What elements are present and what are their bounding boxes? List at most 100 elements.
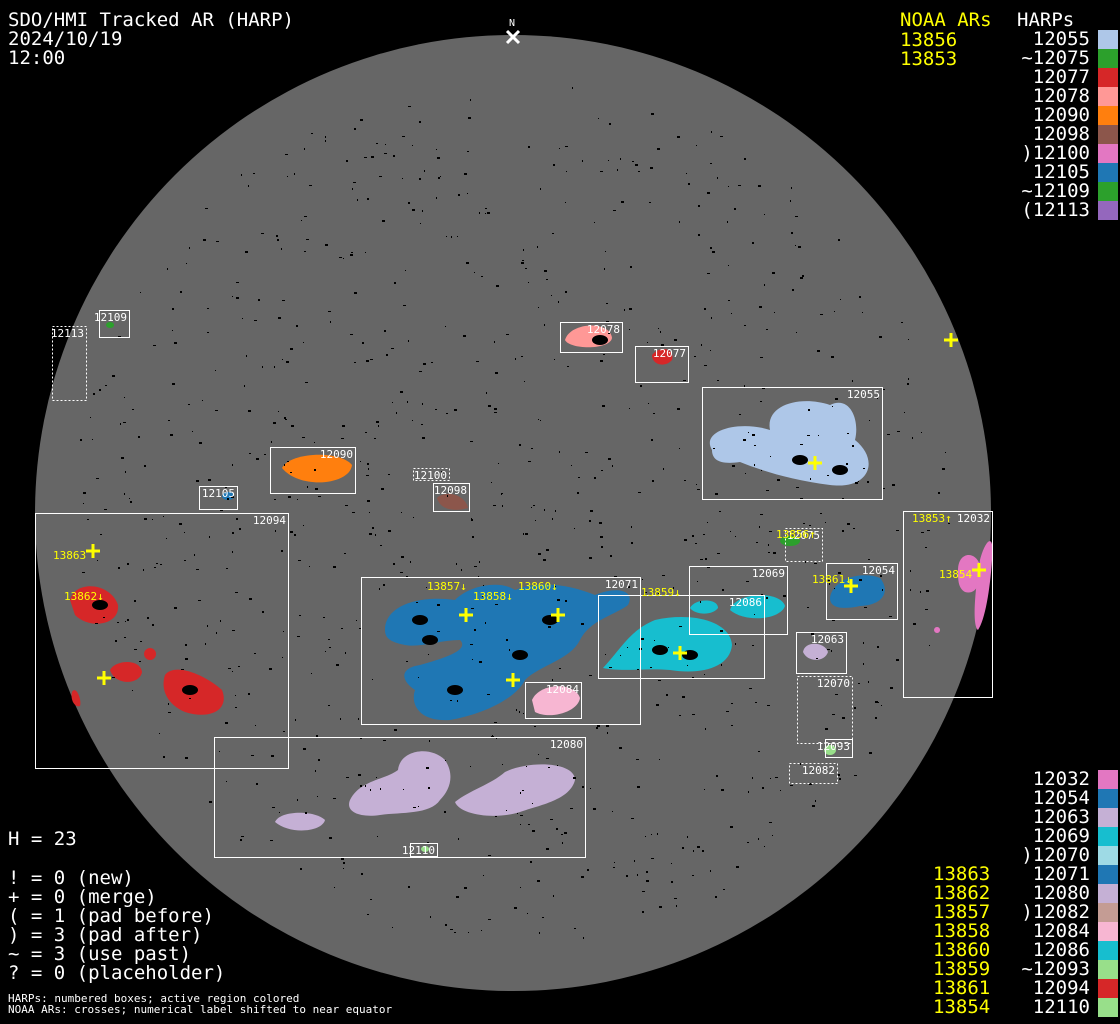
magnetic-feature (240, 839, 242, 841)
magnetic-feature (132, 409, 134, 410)
magnetic-feature (87, 519, 89, 520)
magnetic-feature (418, 806, 419, 807)
harp-box-12071[interactable]: 12071 (361, 577, 641, 725)
magnetic-feature (422, 210, 423, 212)
harp-box-12100[interactable]: 12100 (413, 468, 450, 483)
magnetic-feature (859, 579, 862, 581)
harp-box-12113[interactable]: 12113 (51, 326, 87, 401)
harp-box-12093[interactable]: 12093 (817, 739, 853, 758)
harp-box-12063[interactable]: 12063 (796, 632, 847, 674)
magnetic-feature (445, 924, 447, 926)
harp-box-12032[interactable]: 12032 (903, 511, 993, 698)
magnetic-feature (290, 472, 292, 473)
harp-box-12086[interactable]: 12086 (598, 595, 765, 679)
magnetic-feature (124, 637, 126, 638)
magnetic-feature (629, 408, 630, 409)
magnetic-feature (368, 468, 369, 470)
magnetic-feature (800, 277, 803, 279)
noaa-ar-label: 13853↑ (912, 512, 952, 525)
magnetic-feature (657, 833, 658, 835)
magnetic-feature (577, 492, 579, 494)
magnetic-feature (467, 193, 468, 194)
harp-box-12105[interactable]: 12105 (199, 486, 238, 510)
harp-box-12082[interactable]: 12082 (789, 763, 838, 784)
magnetic-feature (728, 300, 730, 301)
magnetic-feature (134, 649, 137, 650)
harp-color-swatch (1098, 922, 1118, 941)
magnetic-feature (846, 463, 848, 465)
harp-box-12098[interactable]: 12098 (433, 483, 470, 512)
magnetic-feature (807, 435, 810, 436)
magnetic-feature (775, 777, 778, 778)
active-region (709, 401, 869, 486)
magnetic-feature (717, 553, 720, 554)
magnetic-feature (121, 457, 124, 459)
magnetic-feature (502, 764, 503, 765)
magnetic-feature (754, 614, 755, 615)
magnetic-feature (825, 522, 826, 523)
magnetic-feature (538, 553, 541, 555)
magnetic-feature (565, 291, 567, 293)
harp-box-12110[interactable]: 12110 (402, 843, 438, 858)
magnetic-feature (694, 356, 696, 357)
harp-box-12084[interactable]: 12084 (525, 682, 582, 719)
harp-box-12055[interactable]: 12055 (702, 387, 883, 500)
stat-placeholder: ? = 0 (placeholder) (8, 962, 226, 984)
harp-box-12078[interactable]: 12078 (560, 322, 623, 353)
magnetic-feature (470, 644, 473, 645)
magnetic-feature (730, 531, 731, 532)
harp-legend-label: ~12075 (1021, 47, 1090, 69)
harp-box-12077[interactable]: 12077 (635, 346, 689, 383)
magnetic-feature (707, 567, 710, 568)
magnetic-feature (472, 659, 473, 660)
magnetic-feature (202, 400, 203, 401)
magnetic-feature (600, 536, 603, 538)
magnetic-feature (328, 311, 331, 312)
harp-box-12069[interactable]: 12069 (689, 566, 788, 635)
magnetic-feature (565, 600, 567, 602)
magnetic-feature (481, 276, 483, 277)
magnetic-feature (495, 604, 498, 605)
harp-box-12090[interactable]: 12090 (270, 447, 356, 494)
harp-box-12075[interactable]: 12075 (785, 528, 823, 562)
magnetic-feature (683, 380, 686, 381)
magnetic-feature (594, 477, 596, 479)
harp-box-12054[interactable]: 12054 (826, 563, 898, 620)
harp-box-12080[interactable]: 12080 (214, 737, 586, 858)
harp-legend-label: 12078 (1032, 85, 1090, 107)
magnetic-feature (717, 177, 718, 179)
magnetic-feature (555, 586, 556, 587)
magnetic-feature (124, 493, 125, 495)
magnetic-feature (610, 555, 612, 557)
magnetic-feature (766, 329, 768, 330)
harp-legend-label: 12071 (1032, 863, 1090, 885)
magnetic-feature (519, 444, 521, 446)
magnetic-feature (938, 492, 940, 494)
magnetic-feature (406, 661, 408, 662)
harp-box-label: 12071 (605, 578, 638, 591)
magnetic-feature (890, 687, 893, 689)
magnetic-feature (378, 425, 379, 427)
magnetic-feature (744, 325, 746, 326)
magnetic-feature (832, 620, 835, 621)
magnetic-feature (634, 860, 635, 862)
magnetic-feature (674, 339, 677, 341)
magnetic-feature (544, 324, 545, 326)
magnetic-feature (831, 650, 832, 652)
magnetic-feature (682, 847, 684, 849)
harp-box-12109[interactable]: 12109 (94, 310, 130, 338)
magnetic-feature (704, 308, 706, 310)
magnetic-feature (809, 783, 812, 785)
magnetic-feature (827, 475, 829, 476)
magnetic-feature (674, 898, 677, 899)
magnetic-feature (493, 505, 496, 506)
magnetic-feature (445, 326, 446, 327)
magnetic-feature (719, 511, 721, 512)
sunspot (832, 465, 848, 475)
magnetic-feature (115, 640, 117, 642)
magnetic-feature (758, 838, 759, 840)
magnetic-feature (521, 356, 523, 357)
magnetic-feature (731, 703, 733, 704)
harp-box-12094[interactable]: 12094 (35, 513, 289, 769)
magnetic-feature (392, 927, 393, 928)
